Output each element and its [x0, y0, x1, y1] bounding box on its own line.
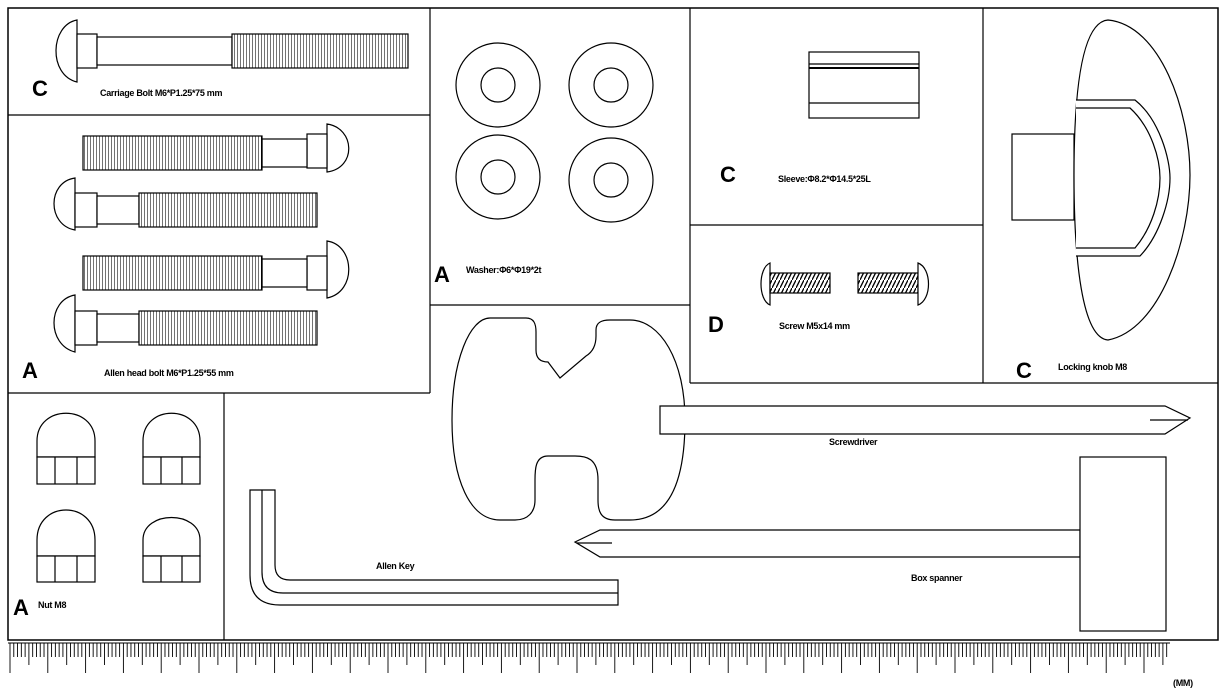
carriage-bolt-label: Carriage Bolt M6*P1.25*75 mm [100, 88, 223, 98]
washer-4 [568, 137, 654, 223]
washer-3 [455, 134, 541, 220]
allen-bolt-drawings [53, 123, 350, 353]
washer-2 [568, 42, 654, 128]
allen-key-drawing [249, 489, 619, 606]
screwdriver-label: Screwdriver [829, 437, 878, 447]
screw-2 [857, 262, 930, 306]
screw-1 [760, 262, 831, 306]
group-letter-locking-knob: C [1016, 358, 1032, 383]
box-spanner-label: Box spanner [911, 573, 963, 583]
group-letter-sleeve: C [720, 162, 736, 187]
allen-bolt-label: Allen head bolt M6*P1.25*55 mm [104, 368, 234, 378]
carriage-bolt-drawing [55, 19, 409, 83]
nut-drawings [36, 412, 201, 583]
screw-drawings [760, 262, 930, 306]
screw-label: Screw M5x14 mm [779, 321, 850, 331]
panel-grid [7, 7, 1219, 641]
nut-4 [142, 517, 201, 583]
washer-drawings [455, 42, 654, 223]
nut-label: Nut M8 [38, 600, 67, 610]
allen-bolt-3 [82, 240, 350, 299]
screwdriver-drawing [451, 317, 1192, 521]
locking-knob-drawing [1011, 19, 1191, 341]
nut-2 [142, 412, 201, 485]
locking-knob-label: Locking knob M8 [1058, 362, 1128, 372]
allen-key-label: Allen Key [376, 561, 415, 571]
group-letter-screw: D [708, 312, 724, 337]
nut-1 [36, 412, 96, 485]
group-letter-carriage-bolt: C [32, 76, 48, 101]
washer-1 [455, 42, 541, 128]
washer-label: Washer:Φ6*Φ19*2t [466, 265, 542, 275]
sleeve-label: Sleeve:Φ8.2*Φ14.5*25L [778, 174, 871, 184]
group-letter-allen-bolt: A [22, 358, 38, 383]
mm-ruler [8, 642, 1170, 673]
sleeve-drawing [808, 51, 920, 119]
allen-bolt-1 [82, 123, 350, 173]
allen-bolt-2 [53, 177, 318, 231]
group-letter-washer: A [434, 262, 450, 287]
ruler-unit-label: (MM) [1173, 678, 1193, 688]
box-spanner-drawing [573, 456, 1167, 632]
nut-3 [36, 509, 96, 583]
group-letter-nut: A [13, 595, 29, 620]
allen-bolt-4 [53, 294, 318, 353]
